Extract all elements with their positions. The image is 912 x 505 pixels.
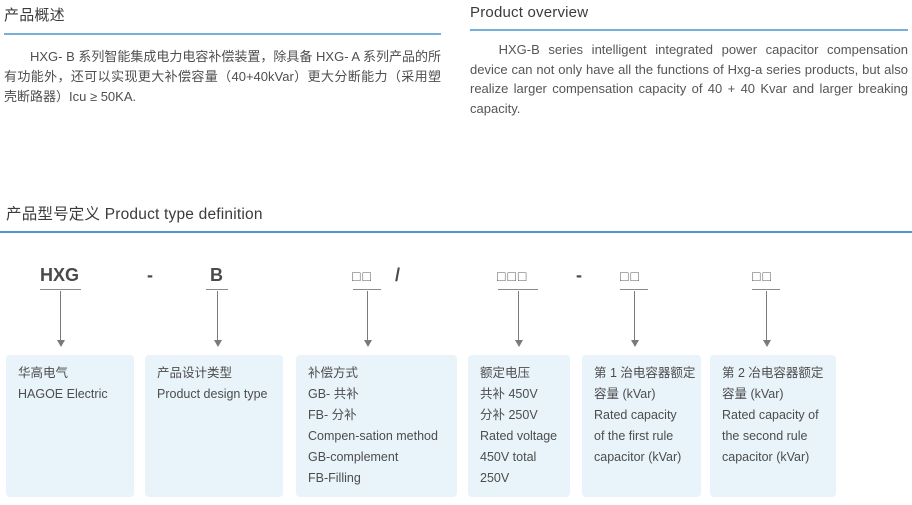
overview-body-zh: HXG- B 系列智能集成电力电容补偿装置，除具备 HXG- A 系列产品的所有… <box>4 49 441 104</box>
overview-rule-zh <box>4 33 441 35</box>
definition-box-brand: 华高电气 HAGOE Electric <box>6 355 134 497</box>
model-part-type: B <box>210 265 223 285</box>
definition-title: 产品型号定义 Product type definition <box>6 206 263 223</box>
down-arrow-head-compensation <box>363 340 372 347</box>
box-line: Compen-sation method <box>308 429 438 443</box>
overview-body-en: HXG-B series intelligent integrated powe… <box>470 42 908 116</box>
token-underline-brand <box>40 289 81 290</box>
box-line: Rated capacity of <box>722 408 819 422</box>
overview-rule-en <box>470 29 908 31</box>
token-underline-capacity1 <box>620 289 648 290</box>
box-line: GB-complement <box>308 450 399 464</box>
box-line: 额定电压 <box>480 366 531 380</box>
down-arrow-compensation <box>367 291 368 340</box>
overview-title-en: Product overview <box>470 4 589 21</box>
token-underline-type <box>206 289 228 290</box>
token-underline-voltage <box>498 289 538 290</box>
overview-section-en: Product overview HXG-B series intelligen… <box>470 4 908 118</box>
box-line: of the first rule <box>594 429 674 443</box>
down-arrow-head-capacity1 <box>630 340 639 347</box>
definition-box-rated-voltage: 额定电压 共补 450V 分补 250V Rated voltage 450V … <box>468 355 570 497</box>
down-arrow-head-brand <box>56 340 65 347</box>
box-line: 容量 (kVar) <box>594 387 656 401</box>
overview-title-zh: 产品概述 <box>4 7 65 24</box>
box-line: Rated voltage <box>480 429 558 443</box>
box-line: 250V <box>480 471 510 485</box>
box-line: 华高电气 <box>18 366 69 380</box>
model-definition-diagram: HXG - B □□ / □□□ - □□ □□ 华高电气 HAGOE Elec… <box>0 234 912 505</box>
definition-box-design-type: 产品设计类型 Product design type <box>145 355 283 497</box>
box-line: capacitor (kVar) <box>594 450 682 464</box>
box-line: HAGOE Electric <box>18 387 108 401</box>
definition-divider <box>0 231 912 233</box>
box-line: 第 2 冶电容器额定 <box>722 366 824 380</box>
model-part-compensation-code: □□ <box>352 268 373 284</box>
down-arrow-head-capacity2 <box>762 340 771 347</box>
model-part-voltage-code: □□□ <box>497 268 529 284</box>
down-arrow-voltage <box>518 291 519 340</box>
token-underline-capacity2 <box>752 289 780 290</box>
model-part-capacity1-code: □□ <box>620 268 641 284</box>
definition-box-capacity-1: 第 1 治电容器额定 容量 (kVar) Rated capacity of t… <box>582 355 701 497</box>
model-part-capacity2-code: □□ <box>752 268 773 284</box>
down-arrow-capacity1 <box>634 291 635 340</box>
box-line: the second rule <box>722 429 808 443</box>
box-line: FB- 分补 <box>308 408 357 422</box>
box-line: GB- 共补 <box>308 387 359 401</box>
model-separator-dash-1: - <box>147 265 153 285</box>
token-underline-compensation <box>353 289 381 290</box>
definition-box-compensation-method: 补偿方式 GB- 共补 FB- 分补 Compen-sation method … <box>296 355 457 497</box>
box-line: FB-Filling <box>308 471 361 485</box>
box-line: 第 1 治电容器额定 <box>594 366 696 380</box>
down-arrow-head-type <box>213 340 222 347</box>
definition-box-capacity-2: 第 2 冶电容器额定 容量 (kVar) Rated capacity of t… <box>710 355 836 497</box>
overview-section-zh: 产品概述 HXG- B 系列智能集成电力电容补偿装置，除具备 HXG- A 系列… <box>4 4 441 107</box>
model-separator-dash-2: - <box>576 265 582 285</box>
down-arrow-head-voltage <box>514 340 523 347</box>
box-line: 450V total <box>480 450 537 464</box>
model-separator-slash: / <box>395 265 401 285</box>
box-line: Product design type <box>157 387 268 401</box>
model-part-brand: HXG <box>40 265 80 285</box>
box-line: 共补 450V <box>480 387 538 401</box>
down-arrow-type <box>217 291 218 340</box>
box-line: capacitor (kVar) <box>722 450 810 464</box>
down-arrow-brand <box>60 291 61 340</box>
down-arrow-capacity2 <box>766 291 767 340</box>
box-line: 产品设计类型 <box>157 366 233 380</box>
box-line: 容量 (kVar) <box>722 387 784 401</box>
box-line: 分补 250V <box>480 408 538 422</box>
box-line: Rated capacity <box>594 408 677 422</box>
box-line: 补偿方式 <box>308 366 359 380</box>
